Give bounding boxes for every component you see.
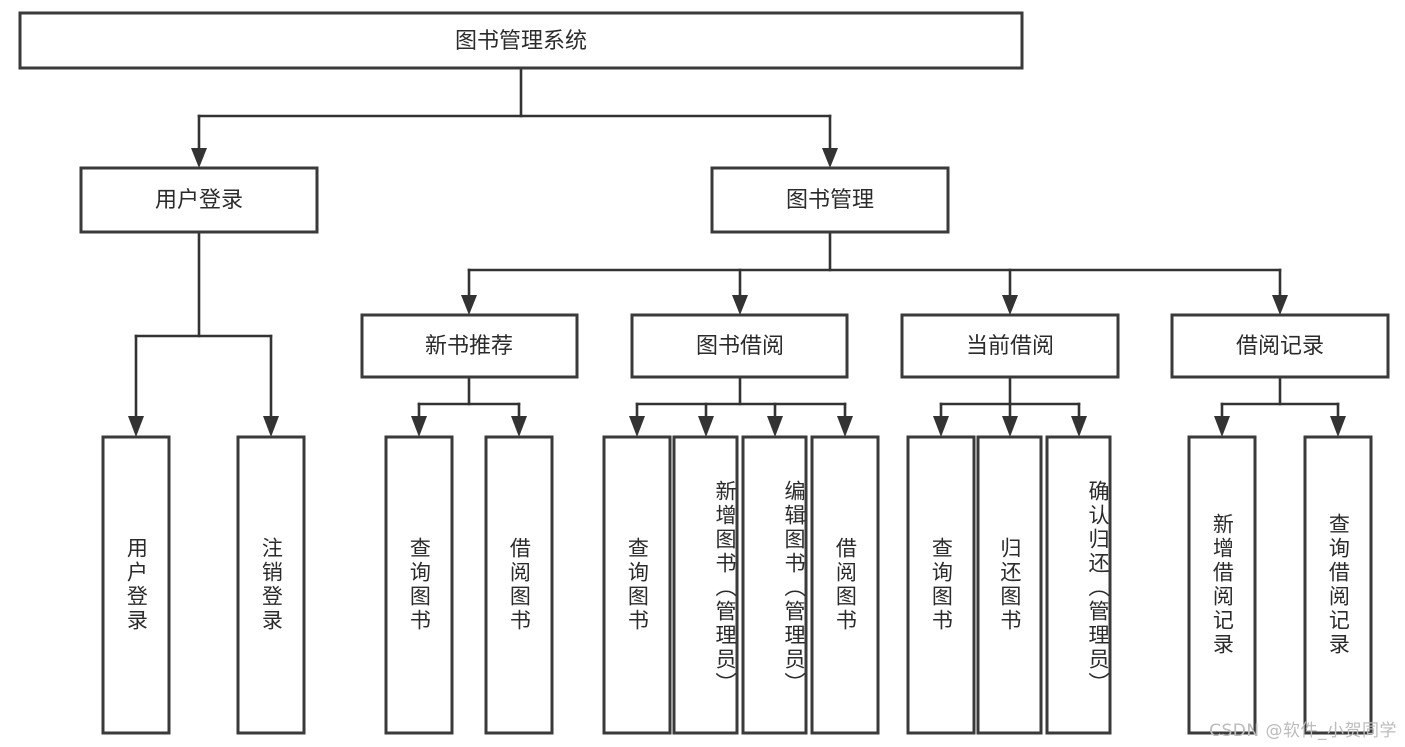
leaf-boxes: [101, 435, 1373, 735]
leaf-box-query-record[interactable]: [1303, 435, 1373, 735]
node-current-borrow[interactable]: 当前借阅: [900, 313, 1120, 379]
leaf-box-borrow-book-1[interactable]: [484, 435, 554, 735]
node-borrow-record[interactable]: 借阅记录: [1170, 313, 1390, 379]
leaf-box-confirm-return[interactable]: [1045, 435, 1112, 735]
connector-newbook-to-leaves: [411, 375, 527, 437]
connector-bookborrow-to-leaves: [629, 375, 853, 437]
leaf-box-add-book[interactable]: [672, 435, 739, 735]
connector-userlogin-to-leaves: [128, 230, 279, 437]
node-new-book-recommend[interactable]: 新书推荐: [360, 313, 579, 379]
node-book-management[interactable]: 图书管理: [710, 166, 950, 234]
leaf-box-user-login[interactable]: [101, 435, 171, 735]
node-user-login[interactable]: 用户登录: [79, 166, 319, 234]
leaf-box-query-book-3[interactable]: [906, 435, 976, 735]
leaf-box-borrow-book-2[interactable]: [810, 435, 880, 735]
leaf-box-return-book[interactable]: [976, 435, 1043, 735]
node-user-login-label: 用户登录: [155, 188, 243, 213]
connector-root-to-level2: [191, 66, 838, 168]
leaf-box-edit-book[interactable]: [741, 435, 808, 735]
leaf-box-query-book-1[interactable]: [384, 435, 454, 735]
node-book-management-label: 图书管理: [786, 188, 874, 213]
node-book-borrow[interactable]: 图书借阅: [630, 313, 849, 379]
node-book-borrow-label: 图书借阅: [696, 334, 784, 359]
node-current-borrow-label: 当前借阅: [966, 334, 1054, 359]
csdn-watermark: CSDN @软件_小贺同学: [1209, 721, 1397, 741]
leaf-box-logout[interactable]: [236, 435, 306, 735]
connector-currentborrow-to-leaves: [933, 375, 1087, 437]
node-root-system-label: 图书管理系统: [455, 29, 587, 54]
node-new-book-recommend-label: 新书推荐: [425, 334, 513, 359]
connector-bookmgmt-to-level3: [461, 230, 1288, 315]
node-borrow-record-label: 借阅记录: [1236, 334, 1324, 359]
connector-borrowrecord-to-leaves: [1214, 375, 1346, 437]
leaf-box-query-book-2[interactable]: [602, 435, 672, 735]
leaf-box-add-record[interactable]: [1187, 435, 1257, 735]
node-root-system[interactable]: 图书管理系统: [18, 11, 1024, 70]
